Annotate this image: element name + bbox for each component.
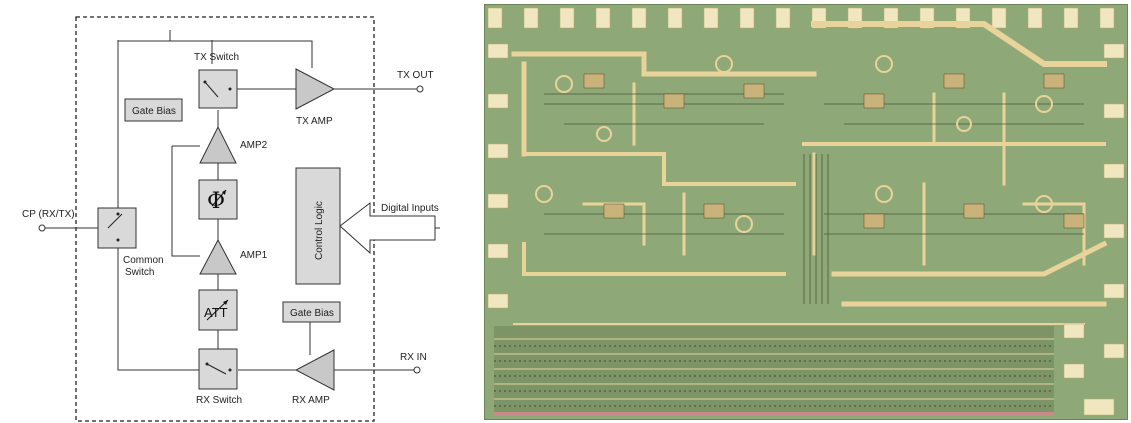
tx-amp-label: TX AMP	[296, 116, 333, 127]
tx-out-terminal	[417, 86, 423, 92]
control-logic: Control Logic	[296, 168, 340, 284]
tx-switch: TX Switch	[194, 52, 239, 108]
cp-terminal	[39, 225, 45, 231]
cp-port-label: CP (RX/TX)	[22, 209, 75, 220]
logic-array	[494, 326, 1054, 416]
rx-switch-label: RX Switch	[196, 395, 242, 406]
digital-inputs-label: Digital Inputs	[381, 203, 439, 214]
tx-out-label: TX OUT	[397, 70, 434, 81]
gate-bias-top-label: Gate Bias	[132, 106, 176, 117]
rx-amp-label: RX AMP	[292, 395, 330, 406]
amp2: AMP2	[200, 127, 268, 163]
common-switch-label-1: Common	[123, 255, 164, 266]
rx-in-terminal	[414, 367, 420, 373]
phase-shifter: Φ	[199, 180, 237, 219]
rx-switch: RX Switch	[196, 349, 242, 406]
rx-amp: RX AMP	[292, 350, 334, 406]
gate-bias-bottom-label: Gate Bias	[290, 308, 334, 319]
tx-switch-label: TX Switch	[194, 52, 239, 63]
att-label: ATT	[204, 305, 228, 320]
amp2-label: AMP2	[240, 140, 268, 151]
amp1-label: AMP1	[240, 250, 268, 261]
die-photo	[484, 4, 1128, 420]
signal-wires	[44, 30, 440, 370]
block-diagram: TX Switch TX AMP TX OUT Gate Bias AMP2 Φ…	[0, 0, 480, 423]
common-switch-label-2: Switch	[125, 267, 154, 278]
tx-amp: TX AMP	[296, 69, 334, 127]
common-switch: Common Switch	[98, 208, 164, 278]
control-logic-label: Control Logic	[314, 201, 325, 260]
digital-inputs-arrow: Digital Inputs	[340, 203, 439, 253]
rx-in-label: RX IN	[400, 352, 427, 363]
gate-bias-top: Gate Bias	[125, 99, 182, 121]
amp1: AMP1	[200, 240, 268, 274]
attenuator: ATT	[199, 290, 237, 330]
gate-bias-bottom: Gate Bias	[283, 302, 340, 322]
